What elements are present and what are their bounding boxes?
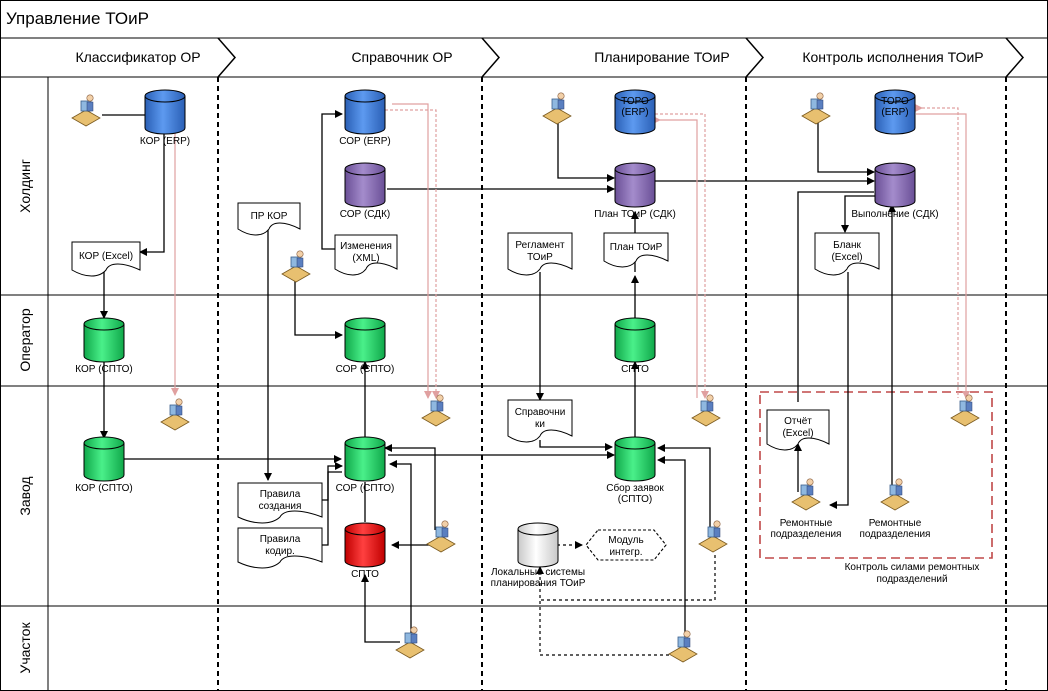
control-box-label: Контроль силами ремонтных bbox=[845, 562, 980, 573]
user-workstation-icon bbox=[542, 92, 572, 125]
diagram-title: Управление ТОиР bbox=[6, 9, 149, 28]
lane-label-holding: Холдинг bbox=[17, 159, 33, 213]
document-label: Изменения bbox=[340, 241, 392, 252]
control-box-label: подразделений bbox=[876, 574, 947, 585]
database-label: СПТО bbox=[621, 364, 649, 375]
database-label: СОР (СПТО) bbox=[336, 483, 395, 494]
user-workstation-icon bbox=[801, 92, 831, 125]
database-icon: СПТО bbox=[344, 522, 386, 580]
connectors bbox=[100, 110, 896, 643]
document-icon: План ТОиР bbox=[603, 232, 669, 268]
document-label: (Excel) bbox=[782, 428, 813, 439]
database-icon: СОР (ERP) bbox=[339, 89, 391, 147]
database-label: Локальные системы bbox=[491, 567, 585, 578]
control-box bbox=[759, 391, 993, 559]
user-workstation-icon bbox=[160, 398, 190, 431]
phase-header-control: Контроль исполнения ТОиР bbox=[802, 49, 983, 65]
document-icon: Бланк(Excel) bbox=[814, 232, 880, 276]
database-icon: Сбор заявок(СПТО) bbox=[606, 436, 664, 505]
module-label: интегр. bbox=[609, 547, 642, 558]
document-label: кодир. bbox=[265, 546, 295, 557]
database-icon: СОР (СПТО) bbox=[336, 317, 395, 375]
database-label: Сбор заявок bbox=[606, 482, 664, 494]
database-label: (ERP) bbox=[881, 107, 908, 118]
database-label: КОР (ERP) bbox=[140, 136, 190, 147]
lane-label-section: Участок bbox=[17, 622, 33, 674]
database-label: СПТО bbox=[351, 569, 379, 580]
database-label: планирования ТОиР bbox=[491, 578, 586, 589]
phase-header-planning: Планирование ТОиР bbox=[594, 49, 729, 65]
database-label: План ТОиР (СДК) bbox=[594, 209, 676, 220]
user-label: Ремонтные bbox=[869, 518, 922, 529]
document-label: (XML) bbox=[352, 253, 379, 264]
document-label: План ТОиР bbox=[610, 242, 663, 253]
document-label: Правила bbox=[260, 489, 301, 500]
user-workstation-icon bbox=[421, 394, 451, 427]
database-icon: СОР (СДК) bbox=[340, 162, 391, 220]
document-label: ки bbox=[535, 419, 545, 430]
database-label: СОР (СДК) bbox=[340, 209, 391, 220]
database-label: (ERP) bbox=[621, 107, 648, 118]
sync-connectors bbox=[171, 103, 970, 399]
integration-module bbox=[585, 529, 667, 561]
lane-label-operator: Оператор bbox=[17, 308, 33, 372]
user-label: подразделения bbox=[860, 529, 931, 540]
database-label: Выполнение (СДК) bbox=[851, 209, 938, 220]
database-label: СОР (СПТО) bbox=[336, 364, 395, 375]
database-icon: Выполнение (СДК) bbox=[851, 162, 939, 220]
document-label: Отчёт bbox=[784, 416, 812, 427]
database-label: КОР (СПТО) bbox=[75, 364, 132, 375]
database-icon: ТОРО(ERP) bbox=[874, 89, 916, 135]
document-label: Правила bbox=[260, 534, 301, 545]
document-label: создания bbox=[259, 501, 302, 512]
user-workstation-icon bbox=[71, 94, 101, 127]
document-icon: Изменения(XML) bbox=[334, 234, 398, 276]
phase-header-classifier: Классификатор ОР bbox=[75, 49, 200, 65]
database-icon: СПТО bbox=[614, 317, 656, 375]
user-workstation-icon bbox=[668, 630, 698, 663]
user-workstation-icon bbox=[691, 394, 721, 427]
database-label: КОР (СПТО) bbox=[75, 483, 132, 494]
database-label: СОР (ERP) bbox=[339, 136, 390, 147]
document-label: ТОиР bbox=[527, 252, 553, 263]
database-label: ТОРО bbox=[881, 96, 909, 107]
document-icon: ПР КОР bbox=[237, 202, 301, 236]
lane-label-plant: Завод bbox=[17, 476, 33, 515]
document-label: Бланк bbox=[833, 240, 861, 251]
user-label: Ремонтные bbox=[780, 518, 833, 529]
phase-header-reference: Справочник ОР bbox=[351, 49, 452, 65]
database-icon: КОР (ERP) bbox=[140, 89, 190, 147]
database-icon: План ТОиР (СДК) bbox=[594, 162, 676, 220]
document-label: КОР (Excel) bbox=[79, 251, 133, 262]
database-icon: КОР (СПТО) bbox=[75, 317, 133, 375]
document-label: Регламент bbox=[515, 240, 565, 251]
document-label: ПР КОР bbox=[251, 211, 288, 222]
local-connectors bbox=[536, 541, 716, 656]
document-icon: КОР (Excel) bbox=[71, 241, 141, 277]
user-workstation-icon bbox=[281, 250, 311, 283]
database-label: ТОРО bbox=[621, 96, 649, 107]
database-icon: ТОРО(ERP) bbox=[614, 89, 656, 135]
module-label: Модуль bbox=[608, 535, 643, 546]
database-label: (СПТО) bbox=[618, 494, 653, 505]
user-workstation-icon bbox=[950, 394, 980, 427]
user-label: подразделения bbox=[771, 529, 842, 540]
document-label: Справочни bbox=[515, 407, 566, 418]
document-label: (Excel) bbox=[831, 252, 862, 263]
user-workstation-icon bbox=[395, 626, 425, 659]
document-icon: Отчёт(Excel) bbox=[766, 409, 830, 451]
database-icon: СОР (СПТО) bbox=[336, 436, 395, 494]
database-icon: КОР (СПТО) bbox=[75, 436, 133, 494]
user-workstation-icon bbox=[698, 520, 728, 553]
user-workstation-icon bbox=[426, 520, 456, 553]
